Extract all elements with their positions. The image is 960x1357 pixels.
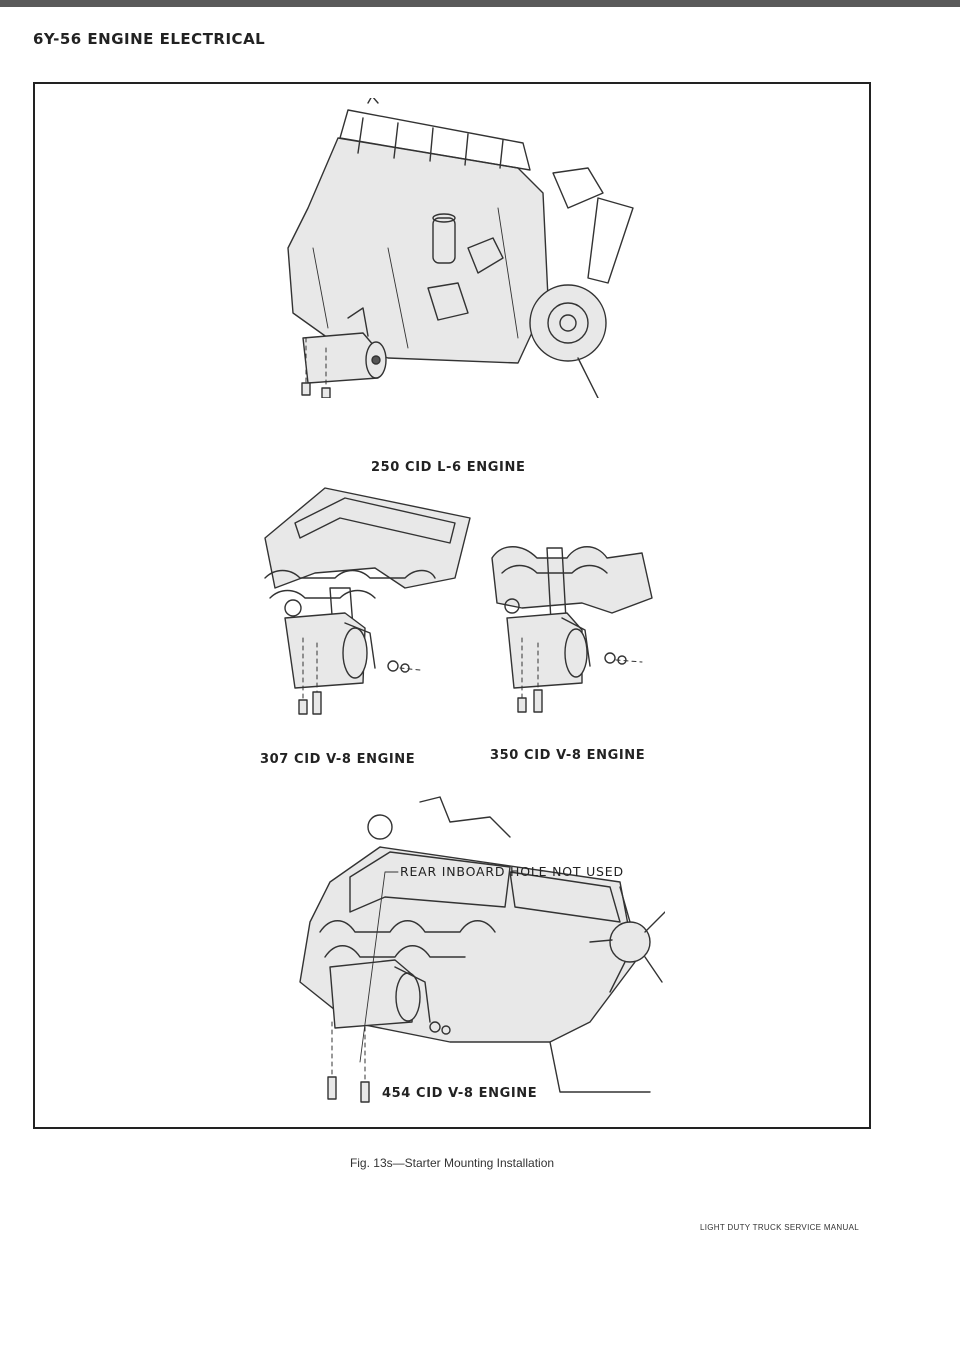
v8-307-engine-illustration: [264, 487, 471, 715]
v8-350-engine-illustration: [491, 546, 653, 713]
page-footer: LIGHT DUTY TRUCK SERVICE MANUAL: [700, 1223, 859, 1232]
page-top-rule: [0, 0, 960, 7]
page-header: 6Y-56 ENGINE ELECTRICAL: [33, 30, 266, 48]
engine-label-307: 307 CID V-8 ENGINE: [260, 752, 416, 767]
l6-engine-illustration: [287, 98, 634, 398]
callout-rear-inboard-hole: REAR INBOARD HOLE NOT USED: [400, 864, 624, 879]
v8-454-engine-illustration: [299, 796, 665, 1103]
engine-label-454: 454 CID V-8 ENGINE: [382, 1086, 538, 1101]
engine-label-250: 250 CID L-6 ENGINE: [371, 460, 526, 475]
engine-label-350: 350 CID V-8 ENGINE: [490, 748, 646, 763]
figure-frame: [33, 82, 871, 1129]
figure-caption: Fig. 13s—Starter Mounting Installation: [349, 1156, 555, 1170]
